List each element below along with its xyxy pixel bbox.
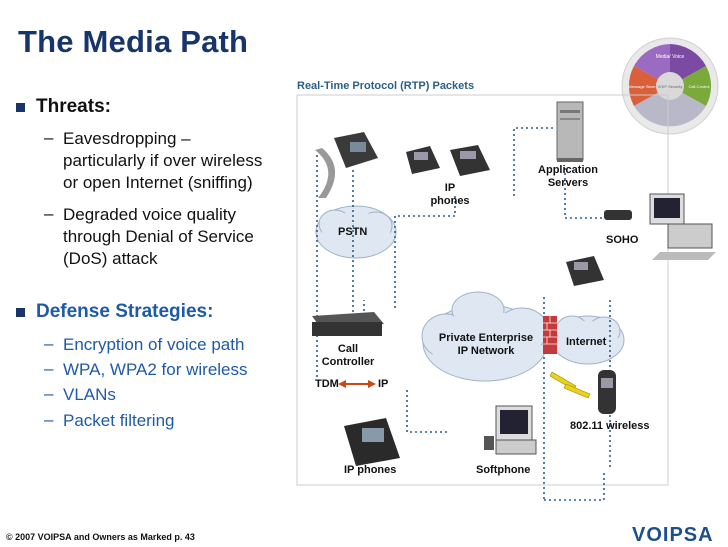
threat-item-2-line-2: through Denial of Service <box>63 227 254 246</box>
threat-item-1: Eavesdropping – particularly if over wir… <box>63 128 262 194</box>
private-network-label: Private Enterprise IP Network <box>432 332 540 358</box>
diagram-frame <box>296 94 669 486</box>
app-servers-line-2: Servers <box>547 177 589 189</box>
ip-label: IP <box>378 378 389 390</box>
private-network-cloud <box>421 291 549 382</box>
wireless-signal-icon <box>549 371 591 399</box>
ip-phone-icon <box>566 256 604 286</box>
threats-bullet <box>16 103 25 112</box>
ip-phone-icon <box>344 418 400 466</box>
pc-icon <box>649 193 716 260</box>
pstn-cloud <box>315 205 397 259</box>
firewall-icon <box>543 316 557 354</box>
threat-item-2-line-1: Degraded voice quality <box>63 205 236 224</box>
footer-text: © 2007 VOIPSA and Owners as Marked p. 43 <box>6 532 195 542</box>
server-icon <box>556 101 584 162</box>
app-servers-label: Application Servers <box>532 164 604 190</box>
internet-label: Internet <box>566 336 607 348</box>
defense-item-2: WPA, WPA2 for wireless <box>63 360 248 379</box>
defense-bullet <box>16 308 25 317</box>
defense-item-1: Encryption of voice path <box>63 335 245 354</box>
app-servers-line-1: Application <box>538 164 598 176</box>
dash-icon: – <box>44 359 54 378</box>
private-network-line-2: IP Network <box>457 345 515 357</box>
threat-item-2: Degraded voice quality through Denial of… <box>63 204 254 270</box>
soho-label: SOHO <box>606 234 639 246</box>
private-network-line-1: Private Enterprise <box>438 332 534 344</box>
badge-left-text: Message Store <box>629 84 657 89</box>
softphone-label: Softphone <box>476 464 531 476</box>
dash-icon: – <box>44 128 54 147</box>
rtp-label: Real-Time Protocol (RTP) Packets <box>297 80 475 92</box>
dash-icon: – <box>44 384 54 403</box>
threat-item-1-line-1: Eavesdropping – <box>63 129 191 148</box>
badge-top-text: Media/ Voice <box>656 54 685 60</box>
call-controller-label: Call Controller <box>316 343 380 369</box>
ip-phone-icon <box>450 145 490 176</box>
ip-phones-top-line-1: IP <box>444 182 456 194</box>
badge-right-text: Call Control <box>689 84 710 89</box>
defense-item-4: Packet filtering <box>63 411 175 430</box>
internet-cloud <box>551 315 625 365</box>
threat-item-2-line-3: (DoS) attack <box>63 249 158 268</box>
pstn-label: PSTN <box>338 226 368 238</box>
tdm-ip-arrow <box>338 380 376 388</box>
defense-heading: Defense Strategies: <box>36 301 214 322</box>
desk-phone-icon <box>334 132 378 168</box>
dash-icon: – <box>44 204 54 223</box>
page-title: The Media Path <box>18 24 249 59</box>
dash-icon: – <box>44 334 54 353</box>
dash-icon: – <box>44 410 54 429</box>
voipsa-logo: VOIPSA <box>632 524 714 546</box>
threat-item-1-line-2: particularly if over wireless <box>63 151 263 170</box>
badge-center-text: VOIP Security <box>657 84 682 89</box>
arrow-icon <box>315 148 336 198</box>
router-icon <box>604 210 632 220</box>
ip-phones-top-line-2: phones <box>430 195 470 207</box>
softphone-pc-icon <box>484 405 537 455</box>
voip-security-badge: Media/ Voice Message Store Call Control … <box>621 37 719 135</box>
call-controller-label-line-1: Call <box>337 343 359 355</box>
threats-heading: Threats: <box>36 96 111 117</box>
ip-phones-top-label: IP phones <box>426 182 474 208</box>
ip-phones-bottom-label: IP phones <box>344 464 397 476</box>
wireless-handset-icon <box>598 370 616 414</box>
call-controller-icon <box>312 312 384 336</box>
call-controller-label-line-2: Controller <box>321 356 375 368</box>
threat-item-1-line-3: or open Internet (sniffing) <box>63 173 253 192</box>
tdm-label: TDM <box>315 378 339 390</box>
defense-item-3: VLANs <box>63 385 116 404</box>
ip-phone-icon <box>406 146 440 174</box>
wireless-label: 802.11 wireless <box>570 420 650 432</box>
